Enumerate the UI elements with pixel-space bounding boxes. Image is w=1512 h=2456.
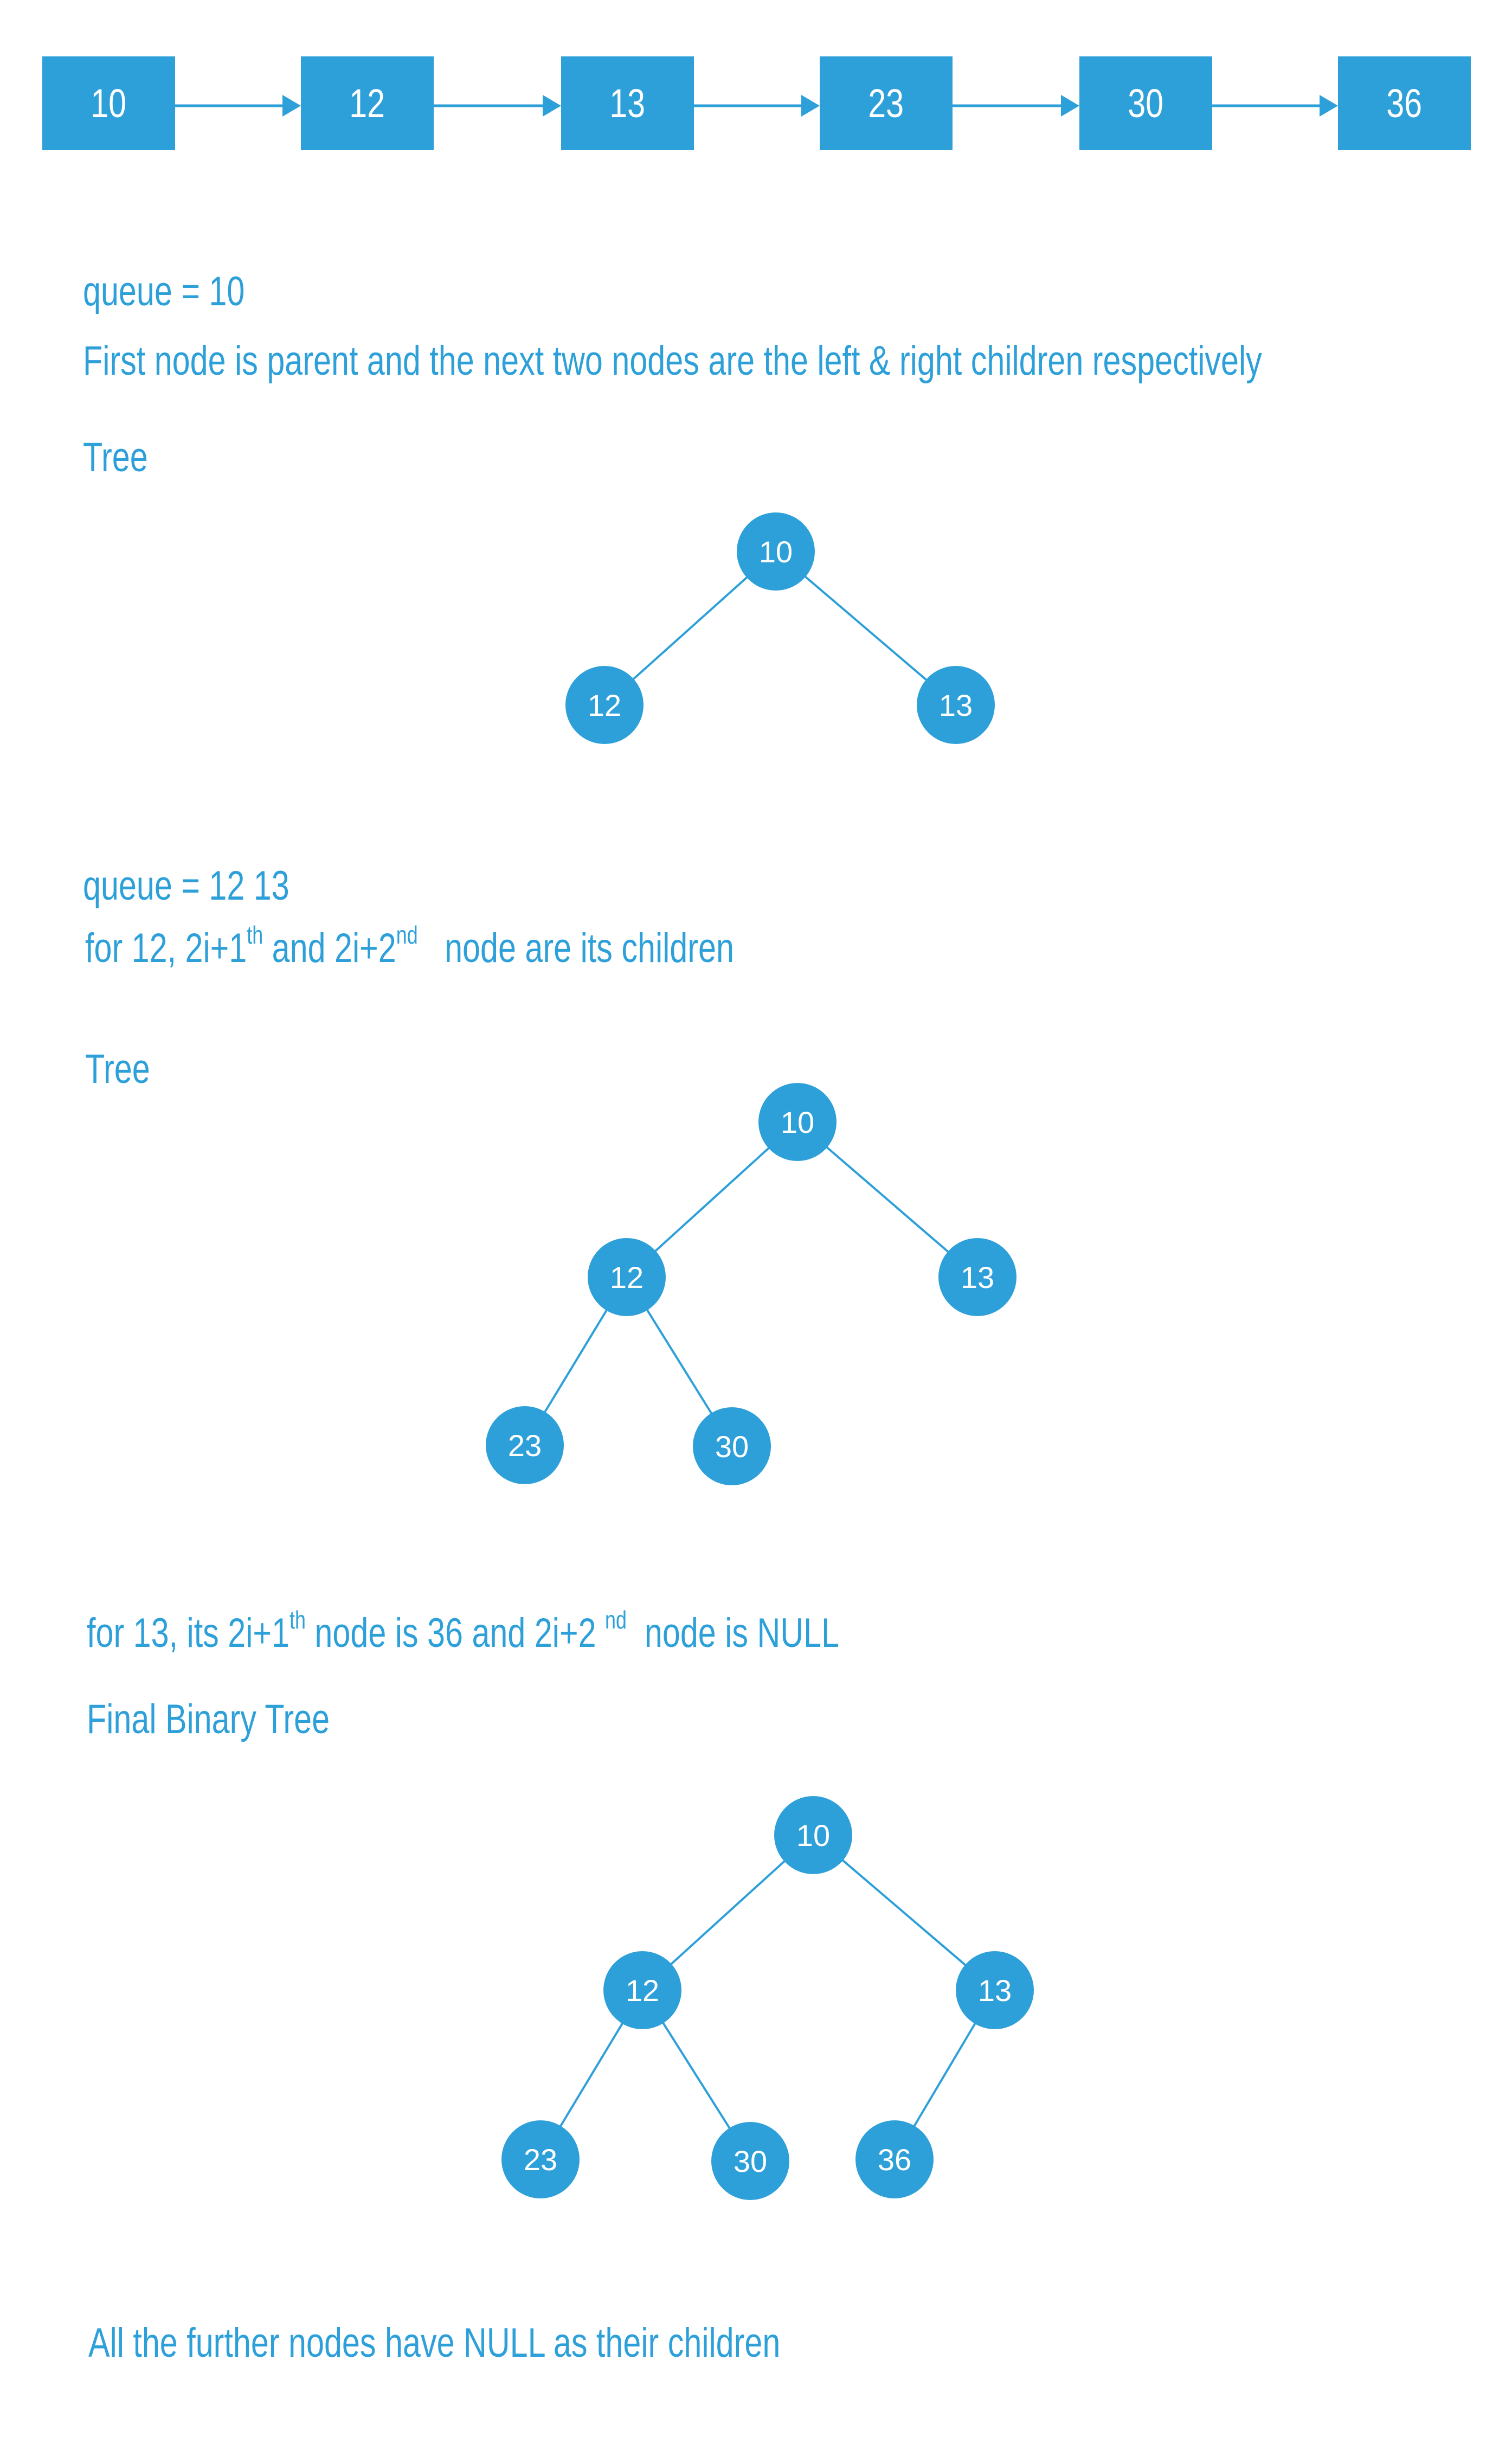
array-node-value: 36 [1386,81,1423,126]
tree-node-label: 13 [939,688,973,722]
array-node: 12 [301,56,434,150]
text: node is NULL [626,1610,840,1656]
tree-node [693,1407,771,1485]
tree-node-label: 10 [759,535,793,569]
array-node: 23 [820,56,953,150]
tree-node-label: 30 [734,2144,767,2178]
tree-node-label: 12 [588,688,621,722]
text: for 13, its 2i+1 [87,1610,290,1656]
tree-node-label: 13 [978,1973,1012,2008]
array-node-value: 12 [349,81,385,126]
tree-node [855,2120,934,2198]
array-node-value: 10 [91,81,127,126]
array-node-value: 23 [868,81,904,126]
arrow-head-icon [543,95,561,117]
tree-node-label: 23 [508,1428,542,1463]
tree-node-label: 36 [878,2143,911,2177]
queue-step2: queue = 12 13 [83,863,289,909]
tree-edge [796,1121,979,1278]
tree-node [603,1951,681,2029]
tree-node [938,1238,1016,1316]
tree-node-label: 12 [626,1973,659,2008]
tree-label-final: Final Binary Tree [87,1696,330,1742]
description-step1: First node is parent and the next two no… [83,338,1262,384]
tree-node-label: 10 [781,1105,814,1139]
tree-label-step1: Tree [83,434,148,480]
tree-node [501,2120,580,2198]
tree-node-label: 23 [524,2143,557,2177]
text: and 2i+2 [263,925,396,971]
arrow-head-icon [801,95,820,117]
arrow-head-icon [282,95,301,117]
tree-node [956,1951,1034,2029]
array-node-value: 13 [609,81,646,126]
array-node: 30 [1079,56,1212,150]
tree-node [774,1796,852,1874]
arrow-head-icon [1061,95,1079,117]
tree-node [711,2122,789,2200]
description-step3: for 13, its 2i+1th node is 36 and 2i+2 n… [87,1607,840,1656]
text: for 12, 2i+1 [85,925,247,971]
tree-edge [812,1834,996,1991]
tree-edge [775,550,957,706]
tree-node [758,1083,837,1161]
superscript: th [247,921,263,949]
tree-node [917,666,995,744]
tree-node-label: 30 [715,1429,749,1464]
tree-label-step2: Tree [85,1046,150,1092]
description-step2: for 12, 2i+1th and 2i+2nd node are its c… [85,922,734,971]
tree-node [486,1406,564,1484]
superscript: nd [396,921,418,949]
footer-note: All the further nodes have NULL as their… [88,2320,781,2366]
queue-step1: queue = 10 [83,268,245,315]
text: node is 36 and 2i+2 [305,1610,606,1656]
array-node: 36 [1338,56,1471,150]
tree-node-label: 13 [961,1260,994,1294]
superscript: th [289,1606,306,1634]
tree-node [588,1238,666,1316]
array-node-value: 30 [1128,81,1164,126]
array-node: 13 [561,56,694,150]
tree-node [565,666,644,744]
tree-node [737,512,815,591]
tree-node-label: 10 [796,1818,830,1852]
text: node are its children [417,925,734,971]
superscript: nd [605,1606,627,1634]
tree-node-label: 12 [610,1260,644,1294]
array-node: 10 [42,56,175,150]
arrow-head-icon [1320,95,1338,117]
